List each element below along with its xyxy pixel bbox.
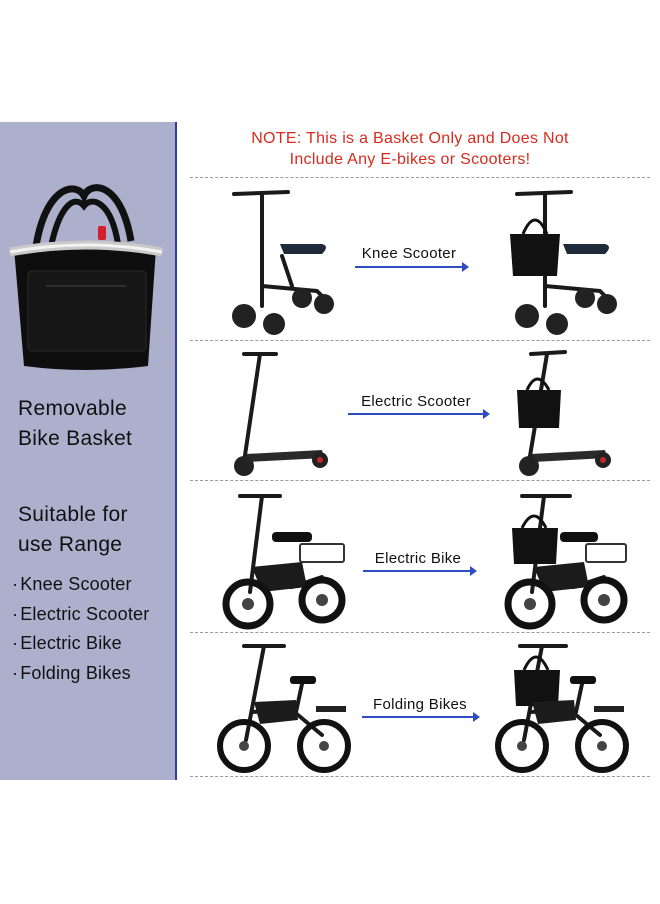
arrow-icon bbox=[355, 262, 469, 272]
row-label: Knee Scooter bbox=[361, 245, 457, 262]
bullet: · bbox=[12, 633, 19, 653]
row-label: Folding Bikes bbox=[373, 696, 467, 713]
folding-bike-icon bbox=[217, 644, 351, 773]
heading-line: Removable bbox=[18, 397, 127, 420]
electric-scooter-with-basket-icon bbox=[517, 350, 611, 476]
row-label: Electric Scooter bbox=[361, 393, 471, 410]
side-heading-removable: Removable Bike Basket bbox=[18, 394, 132, 454]
bullet: · bbox=[12, 574, 19, 594]
note-line: NOTE: This is a Basket Only and Does Not bbox=[251, 130, 569, 147]
row-divider bbox=[190, 632, 650, 633]
list-item-label: Knee Scooter bbox=[20, 574, 132, 594]
note-text: NOTE: This is a Basket Only and Does Not… bbox=[180, 128, 640, 170]
folding-bike-with-basket-icon bbox=[495, 644, 629, 773]
basket-image bbox=[9, 184, 163, 370]
list-item-label: Electric Bike bbox=[20, 633, 122, 653]
panel-border bbox=[175, 122, 177, 780]
row-divider bbox=[190, 776, 650, 777]
note-line: Include Any E-bikes or Scooters! bbox=[289, 151, 531, 168]
electric-bike-with-basket-icon bbox=[504, 494, 628, 630]
side-heading-suitable: Suitable for use Range bbox=[18, 500, 128, 560]
electric-scooter-icon bbox=[234, 352, 328, 476]
knee-scooter-with-basket-icon bbox=[510, 190, 617, 335]
row-divider bbox=[190, 480, 650, 481]
list-item-label: Folding Bikes bbox=[20, 662, 131, 683]
list-item: ·Folding Bikes bbox=[12, 659, 149, 689]
left-panel bbox=[0, 122, 175, 780]
heading-line: Bike Basket bbox=[18, 427, 133, 450]
heading-line: Suitable for bbox=[18, 503, 128, 526]
list-item: ·Electric Scooter bbox=[12, 600, 149, 630]
arrow-icon bbox=[348, 409, 490, 419]
bullet: · bbox=[12, 603, 19, 624]
row-divider bbox=[190, 177, 650, 178]
list-item-label: Electric Scooter bbox=[20, 603, 150, 624]
knee-scooter-icon bbox=[232, 190, 334, 335]
row-label: Electric Bike bbox=[374, 550, 462, 567]
list-item: ·Electric Bike bbox=[12, 629, 149, 659]
heading-line: use Range bbox=[18, 533, 123, 556]
row-divider bbox=[190, 340, 650, 341]
electric-bike-icon bbox=[222, 494, 346, 630]
bullet: · bbox=[12, 662, 19, 683]
arrow-icon bbox=[362, 712, 480, 722]
arrow-icon bbox=[363, 566, 477, 576]
usage-list: ·Knee Scooter ·Electric Scooter ·Electri… bbox=[12, 570, 149, 688]
list-item: ·Knee Scooter bbox=[12, 570, 149, 600]
